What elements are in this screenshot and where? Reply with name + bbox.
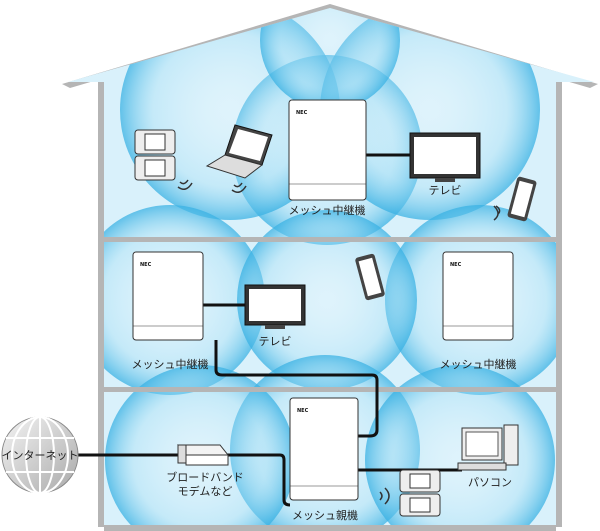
floor-divider xyxy=(102,237,556,242)
floor-divider xyxy=(102,387,556,392)
parent-router[interactable]: NEC メッシュ親機 xyxy=(289,397,359,522)
tv-middle-label: テレビ xyxy=(259,335,292,348)
modem-label-1: ブロードバンド xyxy=(166,470,244,484)
tablet-icon xyxy=(355,253,385,301)
repeater-right[interactable]: NEC メッシュ中継機 xyxy=(440,251,517,371)
pc-icon: パソコン xyxy=(457,424,519,489)
brand-logo: NEC xyxy=(450,262,462,268)
tv-middle: テレビ xyxy=(244,284,306,348)
tv-top: テレビ xyxy=(409,132,481,197)
pc-label: パソコン xyxy=(468,476,512,489)
tablet-icon xyxy=(507,176,537,222)
repeater-left-label: メッシュ中継機 xyxy=(132,357,209,371)
modem-label-2: モデムなど xyxy=(178,484,233,498)
broadband-modem: ブロードバンド モデムなど xyxy=(166,444,244,498)
repeater-top-label: メッシュ中継機 xyxy=(289,203,366,217)
brand-logo: NEC xyxy=(140,262,152,268)
game-console-icon xyxy=(134,129,176,181)
brand-logo: NEC xyxy=(297,408,309,414)
repeater-right-label: メッシュ中継機 xyxy=(440,357,517,371)
laptop-icon xyxy=(205,124,273,179)
internet-label: インターネット xyxy=(2,449,79,462)
repeater-top[interactable]: NEC メッシュ中継機 xyxy=(288,99,367,217)
repeater-left[interactable]: NEC メッシュ中継機 xyxy=(132,251,209,371)
game-console-icon xyxy=(399,469,441,517)
internet-globe: インターネット xyxy=(1,416,79,494)
brand-logo: NEC xyxy=(296,110,308,116)
cables xyxy=(78,153,462,507)
wifi-signal-icons xyxy=(177,179,501,505)
tv-top-label: テレビ xyxy=(429,184,462,197)
parent-router-label: メッシュ親機 xyxy=(292,508,358,522)
